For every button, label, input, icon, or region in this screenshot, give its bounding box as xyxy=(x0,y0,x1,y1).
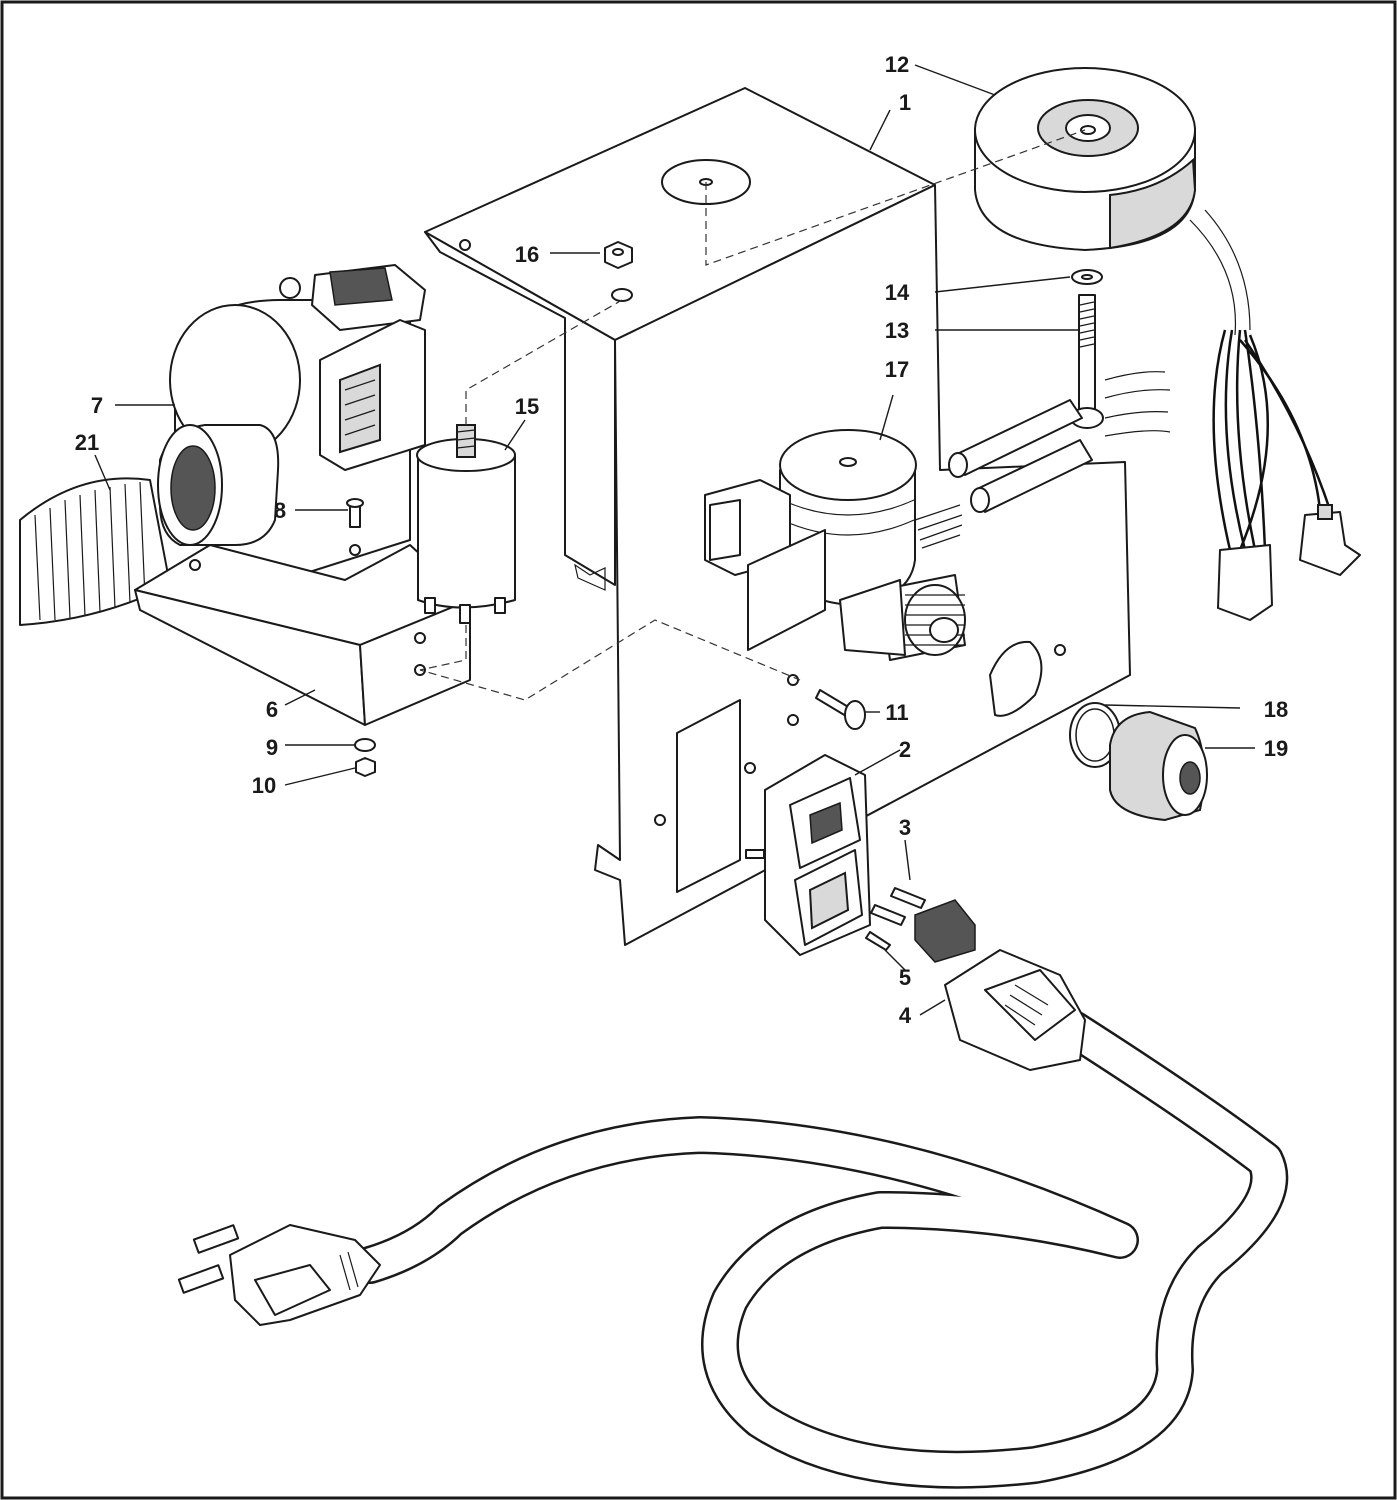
washer-14 xyxy=(1071,269,1103,285)
callouts: 12 1 14 13 17 16 15 7 21 8 6 9 10 11 2 3… xyxy=(75,52,1288,1028)
callout-19: 19 xyxy=(1264,736,1288,761)
screw-11 xyxy=(815,689,866,730)
pump-17 xyxy=(704,429,966,661)
alignment-lines xyxy=(419,129,1086,701)
bracket-6 xyxy=(134,544,471,726)
callout-11: 11 xyxy=(885,700,908,725)
callout-16: 16 xyxy=(515,242,539,267)
callout-13: 13 xyxy=(885,318,909,343)
washer-9 xyxy=(354,738,376,752)
callout-17: 17 xyxy=(885,357,909,382)
nut-10 xyxy=(355,757,376,777)
callout-3: 3 xyxy=(899,815,911,840)
power-inlet-module-2 xyxy=(745,754,871,956)
callout-10: 10 xyxy=(252,773,276,798)
screw-5 xyxy=(865,931,891,951)
callout-2: 2 xyxy=(899,737,911,762)
callout-9: 9 xyxy=(266,735,278,760)
callout-21: 21 xyxy=(75,430,99,455)
blower-fan-7 xyxy=(157,264,426,576)
callout-4: 4 xyxy=(899,1003,912,1028)
callout-12: 12 xyxy=(885,52,909,77)
callout-6: 6 xyxy=(266,697,278,722)
nut-16 xyxy=(604,241,633,302)
screw-8 xyxy=(346,498,364,528)
callout-15: 15 xyxy=(515,394,539,419)
o-ring-18 xyxy=(1069,702,1121,768)
fuses-3 xyxy=(870,887,926,926)
callout-8: 8 xyxy=(274,498,286,523)
transformer-wiring xyxy=(1189,209,1361,621)
toroidal-transformer xyxy=(974,67,1197,251)
power-cord-4 xyxy=(177,949,1289,1489)
callout-18: 18 xyxy=(1264,697,1288,722)
callout-14: 14 xyxy=(885,280,910,305)
capacitor-15 xyxy=(416,424,516,624)
callout-1: 1 xyxy=(899,90,911,115)
fuse-holder xyxy=(914,899,976,963)
knob-19 xyxy=(1109,710,1208,822)
tubes xyxy=(948,371,1171,513)
callout-7: 7 xyxy=(91,393,103,418)
leader-lines xyxy=(94,64,1255,1016)
callout-5: 5 xyxy=(899,965,911,990)
